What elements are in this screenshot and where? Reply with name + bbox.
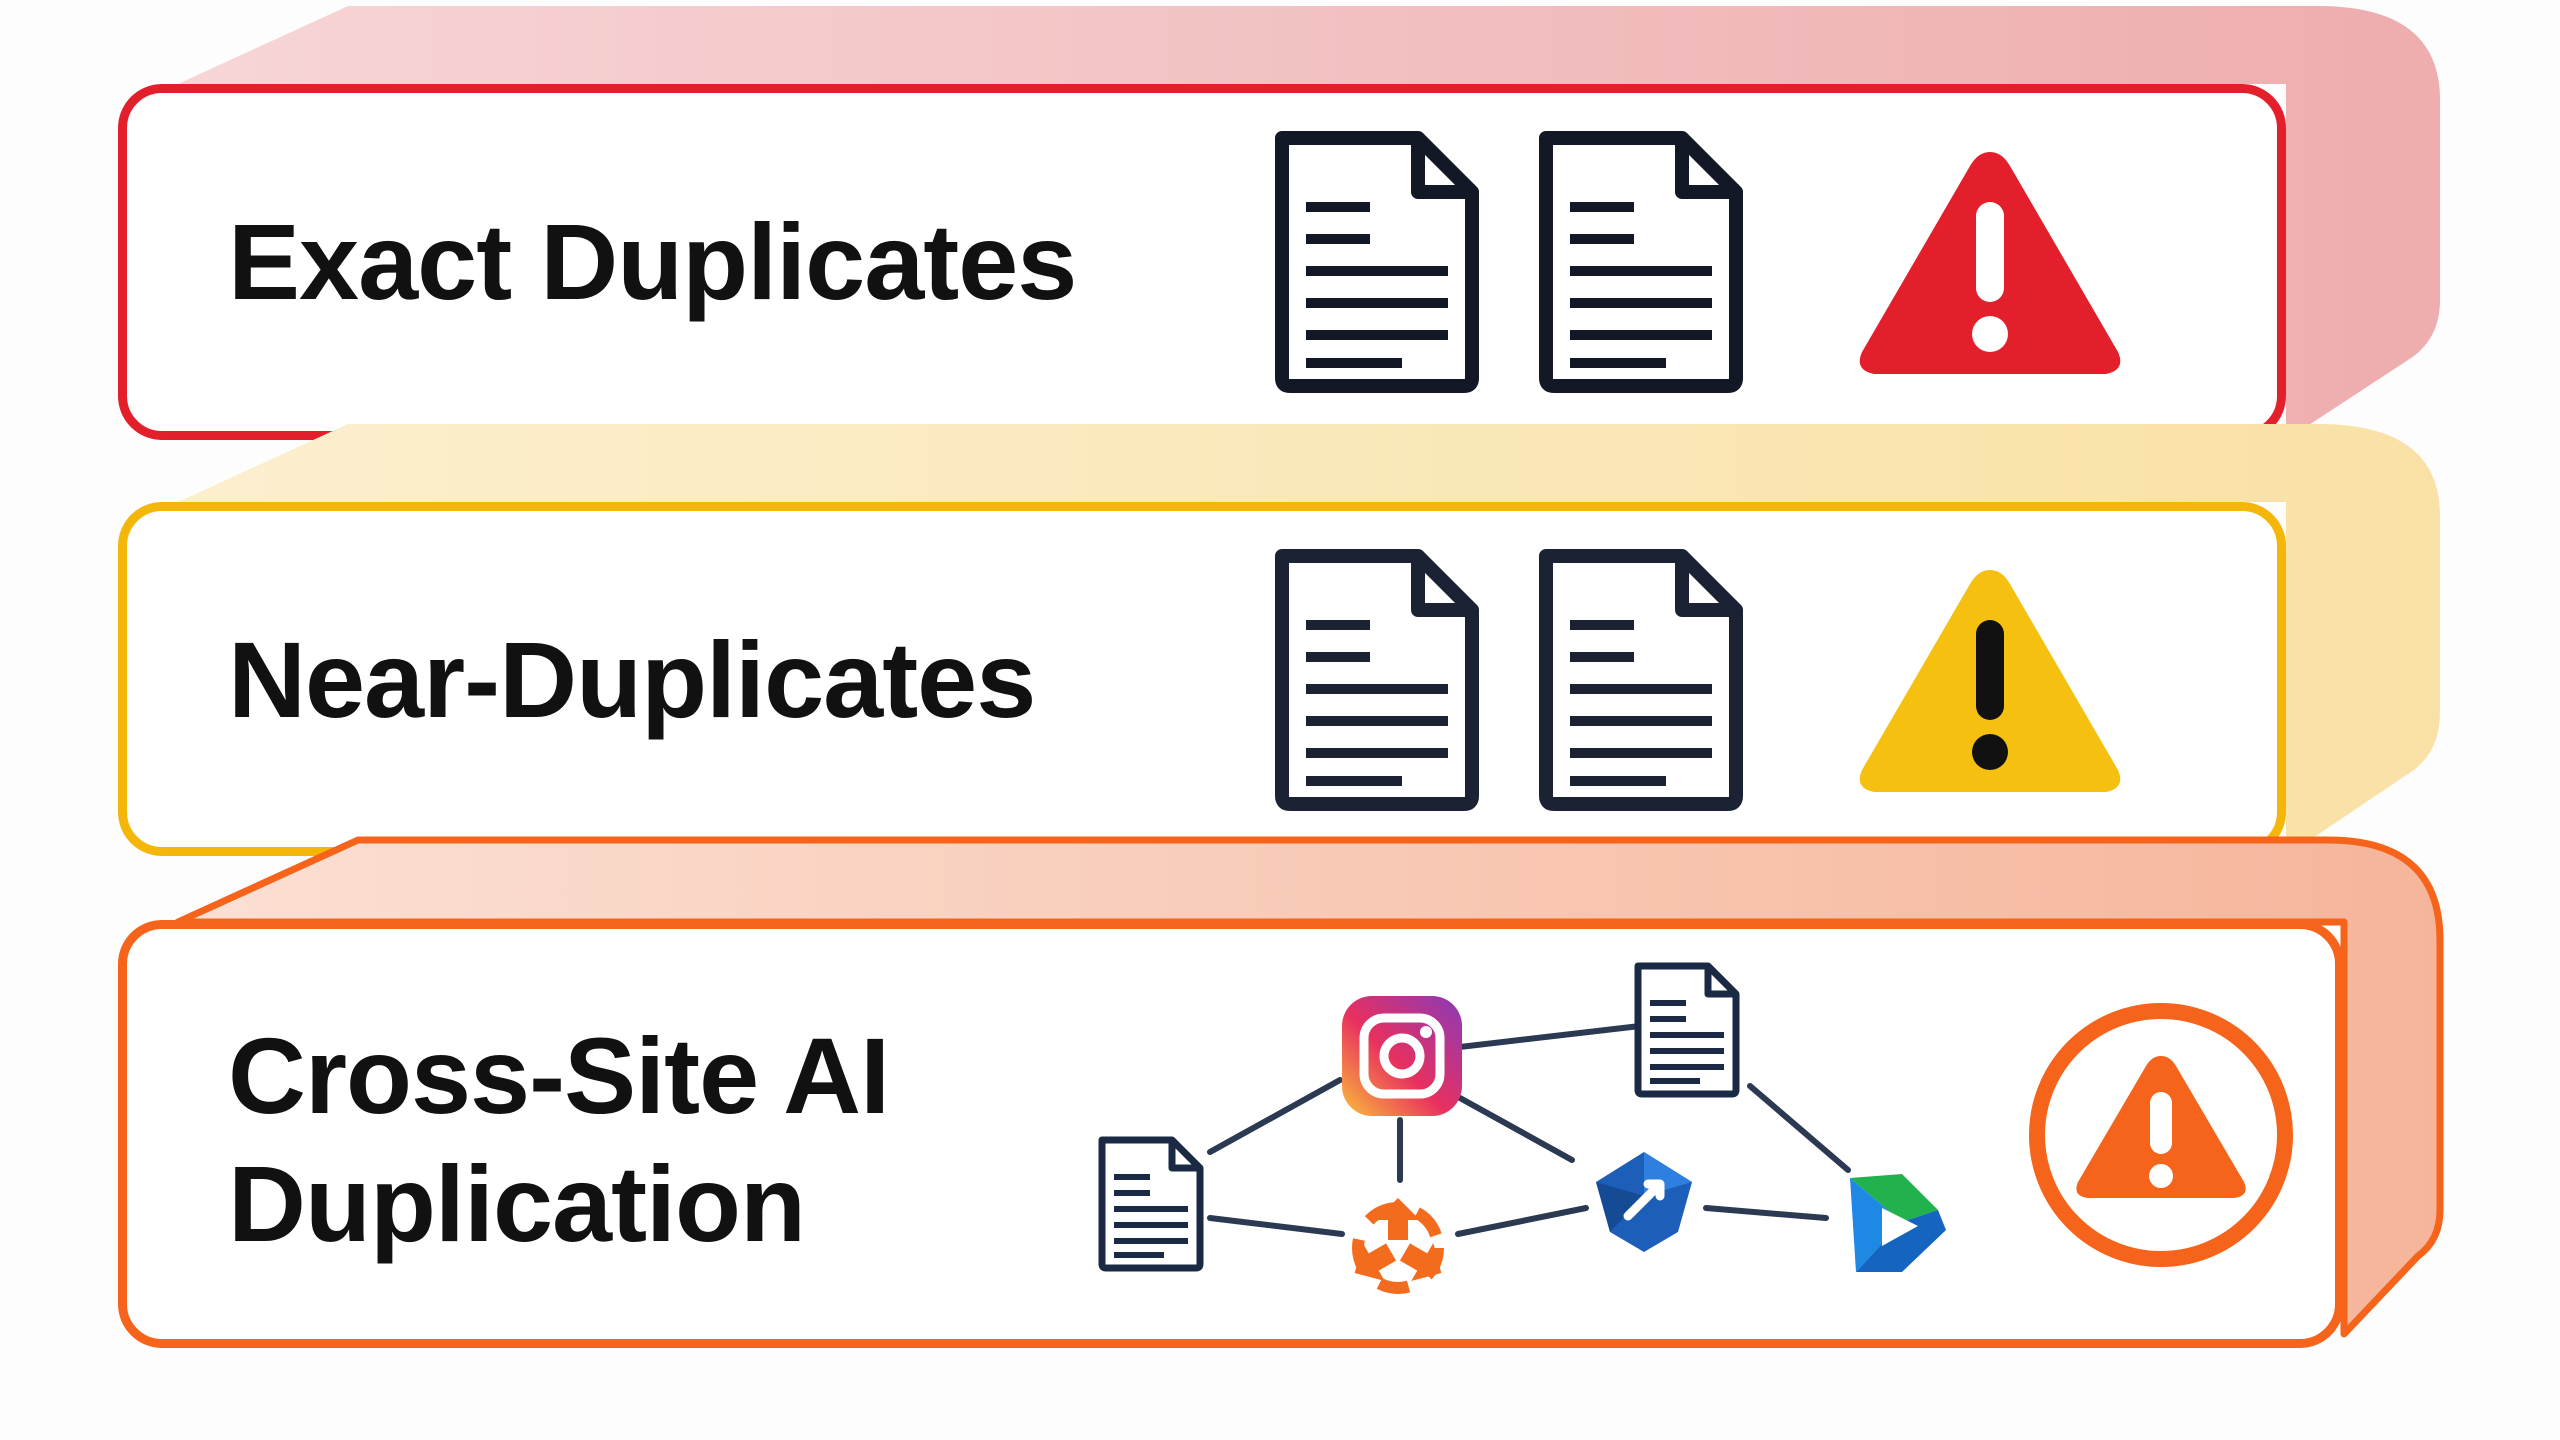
network-link <box>1207 1077 1343 1155</box>
document-icon <box>1094 1134 1208 1274</box>
network-link <box>1703 1205 1829 1221</box>
warning-triangle-icon <box>1852 556 2128 800</box>
tier-label: Exact Duplicates <box>228 201 1077 322</box>
camera-app-icon <box>1340 994 1464 1118</box>
tier-card-orange <box>118 920 2344 1348</box>
network-diagram <box>1080 950 1980 1320</box>
network-link <box>1457 1095 1575 1163</box>
warning-triangle-icon <box>1852 138 2128 382</box>
tier-label: Near-Duplicates <box>228 619 1036 740</box>
network-link <box>1207 1215 1345 1237</box>
document-icon <box>1532 128 1748 394</box>
play-logo-icon <box>1838 1164 1956 1282</box>
document-icon <box>1268 546 1484 812</box>
document-icon <box>1630 960 1744 1100</box>
network-link <box>1747 1083 1851 1173</box>
shelf-orange <box>118 830 2458 1350</box>
shelf-yellow <box>118 412 2448 862</box>
document-icon <box>1268 128 1484 394</box>
diamond-logo-icon <box>1588 1146 1700 1258</box>
tier-label: Cross-Site AI Duplication <box>228 1015 890 1264</box>
document-icon <box>1532 546 1748 812</box>
shelf-red <box>118 0 2448 440</box>
network-link <box>1455 1205 1589 1237</box>
warning-circle-icon <box>2026 1000 2296 1270</box>
recycle-icon <box>1340 1190 1456 1306</box>
